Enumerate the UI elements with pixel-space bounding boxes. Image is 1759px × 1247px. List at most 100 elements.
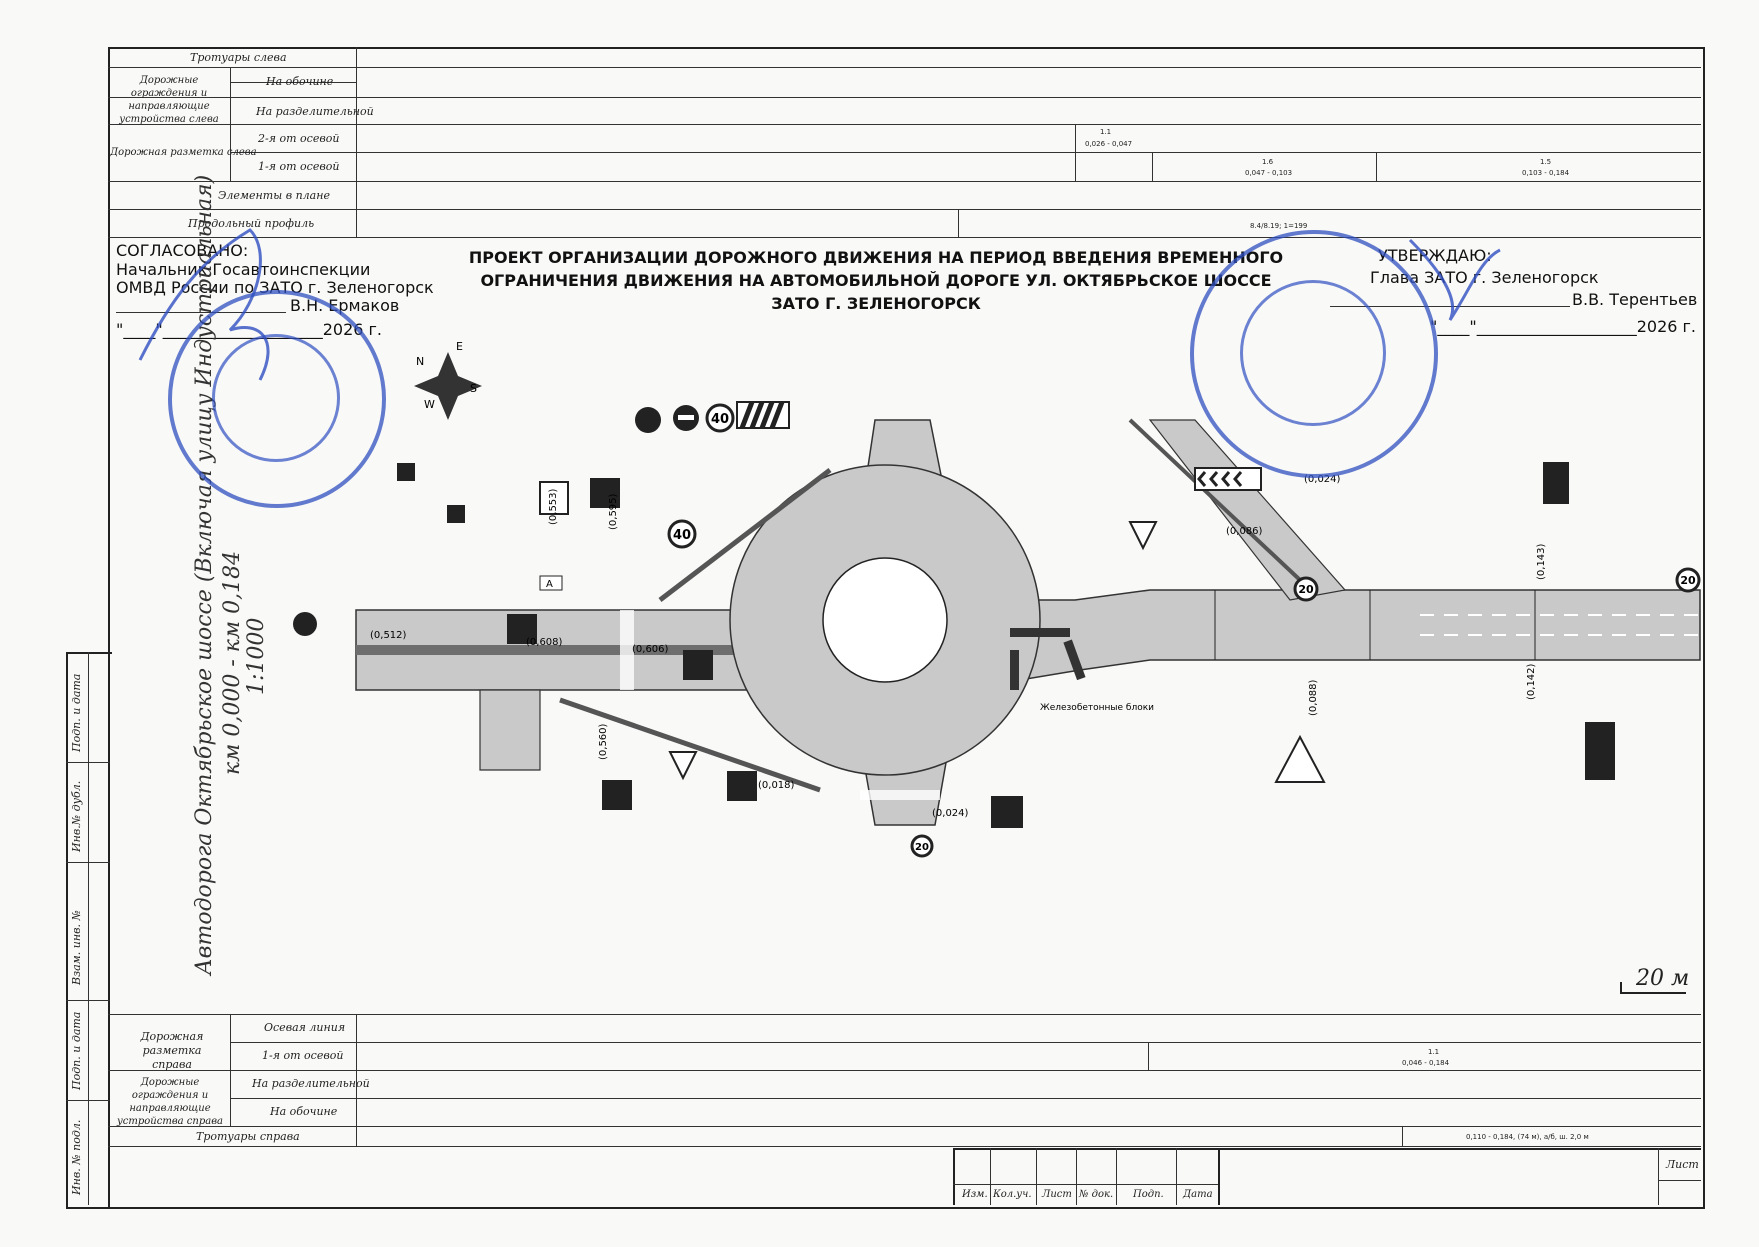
concrete-blocks-label: Железобетонные блоки bbox=[1040, 703, 1154, 713]
crosswalk-sign-5 bbox=[727, 771, 757, 801]
warning-sign bbox=[1274, 734, 1326, 783]
chainage-5: (0,512) bbox=[370, 630, 407, 641]
label-barriers-left: Дорожные ограждения и направляющие устро… bbox=[119, 75, 219, 125]
speed-20-text-3: 20 bbox=[915, 842, 929, 853]
concrete-block-1 bbox=[1010, 628, 1070, 637]
speed-40-text: 40 bbox=[711, 412, 729, 427]
label-axis-line: Осевая линия bbox=[264, 1021, 346, 1034]
approval-right-name: В.В. Терентьев bbox=[1572, 290, 1698, 309]
compass-n: N bbox=[416, 355, 424, 368]
chainage-12: (0,024) bbox=[1304, 474, 1341, 485]
point-a: А bbox=[546, 579, 553, 590]
crosswalk-sign-6 bbox=[991, 796, 1023, 828]
speed-limit-sign-west: 40 bbox=[667, 519, 697, 549]
speed-limit-sign-east: 20 bbox=[1293, 576, 1319, 602]
compass-s: S bbox=[470, 382, 477, 395]
crosswalk-sign-7 bbox=[447, 505, 465, 523]
seal-administration bbox=[1190, 230, 1438, 478]
northeast-road bbox=[1148, 419, 1347, 601]
approval-right-title: УТВЕРЖДАЮ: bbox=[1378, 246, 1492, 265]
label-marking-right: Дорожная разметка справа bbox=[140, 1030, 204, 1071]
label-sidewalk-right: Тротуары справа bbox=[196, 1130, 300, 1143]
chainage-7: (0,018) bbox=[758, 780, 795, 791]
label-on-shoulder-right: На обочине bbox=[270, 1105, 338, 1118]
approval-right-date: "____"____________________2026 г. bbox=[1430, 317, 1697, 336]
stamp-list: Лист bbox=[1042, 1189, 1072, 1200]
mark-1-1-right-label: 1.1 bbox=[1428, 1048, 1440, 1056]
label-first-from-axis-right: 1-я от осевой bbox=[262, 1049, 344, 1062]
mark-1-6-label: 1.6 bbox=[1262, 158, 1274, 166]
seal-gibdd-inner bbox=[212, 334, 340, 462]
southwest-branch bbox=[479, 689, 541, 771]
stamp-data: Дата bbox=[1183, 1189, 1213, 1200]
crosswalk-sign-3 bbox=[590, 478, 620, 508]
chainage-13: (0,143) bbox=[1536, 543, 1547, 580]
east-road bbox=[1019, 589, 1701, 681]
label-barriers-right: Дорожные ограждения и направляющие устро… bbox=[117, 1077, 223, 1127]
speed-limit-sign-far-east: 20 bbox=[1675, 567, 1701, 593]
chainage-2: (0,606) bbox=[632, 644, 669, 655]
stamp-izm: Изм. bbox=[962, 1189, 988, 1200]
chainage-3: (0,553) bbox=[548, 488, 559, 525]
roundabout-island bbox=[822, 557, 948, 683]
lane-sign-east bbox=[1543, 462, 1569, 504]
chainage-10: (0,142) bbox=[1526, 663, 1537, 700]
concrete-block-3 bbox=[1063, 639, 1086, 681]
scale-bar-label: 20 м bbox=[1636, 966, 1690, 991]
crosswalk-sign-8 bbox=[397, 463, 415, 481]
traffic-light bbox=[293, 612, 317, 636]
compass-rose: N E S W bbox=[414, 340, 482, 420]
label-sidewalk-left: Тротуары слева bbox=[190, 51, 287, 64]
title-line-2: ОГРАНИЧЕНИЯ ДВИЖЕНИЯ НА АВТОМОБИЛЬНОЙ ДО… bbox=[480, 271, 1272, 290]
crosswalk-sign-4 bbox=[602, 780, 632, 810]
label-plan-elements: Элементы в плане bbox=[218, 189, 330, 202]
speed-40-text-2: 40 bbox=[673, 528, 691, 543]
stamp-sheet: Лист bbox=[1666, 1158, 1699, 1171]
seal-gibdd bbox=[168, 290, 386, 508]
yield-sign bbox=[1128, 521, 1158, 551]
outer-frame bbox=[108, 47, 1705, 1209]
signature-right bbox=[1408, 238, 1501, 321]
label-marking-left: Дорожная разметка слева bbox=[110, 147, 257, 158]
mark-1-5-label: 1.5 bbox=[1540, 158, 1552, 166]
crosswalk-south bbox=[860, 790, 940, 800]
title-line-1: ПРОЕКТ ОРГАНИЗАЦИИ ДОРОЖНОГО ДВИЖЕНИЯ НА… bbox=[468, 248, 1284, 267]
document-title: ПРОЕКТ ОРГАНИЗАЦИИ ДОРОЖНОГО ДВИЖЕНИЯ НА… bbox=[456, 246, 1296, 315]
compass-e: E bbox=[456, 340, 463, 353]
title-line-3: ЗАТО Г. ЗЕЛЕНОГОРСК bbox=[771, 294, 981, 313]
sidewalk-right-note: 0,110 - 0,184, (74 м), а/б, ш. 2,0 м bbox=[1466, 1133, 1589, 1141]
mark-1-6-range: 0,047 - 0,103 bbox=[1245, 169, 1293, 177]
compass-w: W bbox=[424, 398, 435, 411]
label-on-divider-right: На разделительной bbox=[252, 1077, 370, 1090]
direction-sign bbox=[635, 407, 661, 433]
approval-left-org: ОМВД России по ЗАТО г. Зеленогорск bbox=[116, 278, 434, 297]
chainage-1: (0,608) bbox=[526, 637, 563, 648]
left-binding-strip bbox=[66, 652, 112, 1209]
stamp-podp: Подп. bbox=[1133, 1189, 1164, 1200]
chainage-11: (0,086) bbox=[1226, 526, 1263, 537]
speed-20-text-2: 20 bbox=[1680, 574, 1696, 587]
crosswalk-west bbox=[620, 610, 634, 690]
chainage-4: (0,595) bbox=[608, 493, 619, 530]
label-on-shoulder-left: На обочине bbox=[266, 75, 334, 88]
label-on-divider-left: На разделительной bbox=[256, 105, 374, 118]
lane-sign-southeast bbox=[1585, 722, 1615, 780]
speed-limit-sign-south: 20 bbox=[910, 834, 934, 858]
footpath-ne2 bbox=[1128, 418, 1302, 582]
mark-1-1-label: 1.1 bbox=[1100, 128, 1112, 136]
approval-left-post: Начальник Госавтоинспекции bbox=[116, 260, 371, 279]
stamp-kol-uch: Кол.уч. bbox=[993, 1189, 1032, 1200]
chainage-9: (0,088) bbox=[1308, 679, 1319, 716]
chainage-6: (0,560) bbox=[598, 723, 609, 760]
footpath-sw bbox=[559, 697, 821, 793]
speed-20-text: 20 bbox=[1298, 583, 1314, 596]
footpath-ne bbox=[658, 468, 832, 602]
west-divider bbox=[356, 645, 786, 655]
crosswalk-sign-1 bbox=[507, 614, 537, 644]
signature-left bbox=[138, 228, 270, 381]
label-second-from-axis: 2-я от осевой bbox=[258, 132, 340, 145]
seal-administration-inner bbox=[1240, 280, 1386, 426]
mark-1-5-range: 0,103 - 0,184 bbox=[1522, 169, 1570, 177]
concrete-block-2 bbox=[1010, 650, 1019, 690]
